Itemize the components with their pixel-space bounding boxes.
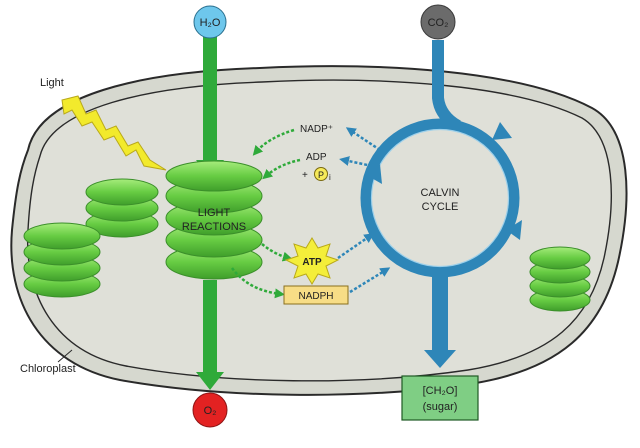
chloroplast-label: Chloroplast [20,363,76,375]
calvin-cycle-label-1: CALVIN [421,187,460,199]
oxygen-arrow-shaft [203,280,217,374]
water-arrow-shaft [203,36,217,176]
light-to-atp-arrow [261,243,293,262]
calvin-cycle-arrow-left [368,164,382,184]
oxygen-label: O₂ [204,405,217,417]
carbon-dioxide-circle [420,4,456,40]
light-reactions-label-2: REACTIONS [182,221,246,233]
atp-star-icon [284,237,340,285]
light-label: Light [40,77,64,89]
phosphate-symbol: P [318,170,324,180]
cycle-to-nadp-arrow [345,127,381,152]
sugar-arrow-shaft [432,272,448,354]
nadp-to-light-arrow [252,128,295,156]
calvin-cycle-ring-highlight [370,128,510,268]
light-to-nadph-arrow [230,267,285,299]
phosphate-subscript: i [329,173,331,182]
calvin-cycle-label-2: CYCLE [422,201,459,213]
sugar-label-2: (sugar) [423,401,458,413]
sugar-box [401,375,479,421]
carbon-dioxide-label: CO₂ [428,17,449,29]
plus-phosphate-prefix: + [302,170,308,181]
water-molecule-circle [193,5,227,39]
oxygen-arrow-head [196,372,224,390]
adp-label: ADP [306,152,327,163]
nadph-label: NADPH [298,291,333,302]
nadph-to-cycle-arrow [349,267,391,294]
sugar-label-1: [CH₂O] [423,385,458,397]
granum-stack-left-back [85,178,159,238]
chloroplast-leader-line [57,349,73,363]
granum-stack-right [529,246,591,312]
calvin-cycle-arrow-right [506,220,522,240]
phosphate-circle-icon [314,167,328,181]
calvin-cycle-arrow-top [492,122,512,140]
atp-to-cycle-arrow [337,233,375,260]
nadp-plus-label: NADP⁺ [300,124,333,135]
sugar-arrow-head [424,350,456,368]
atp-label: ATP [302,257,322,268]
nadph-box [283,285,349,305]
light-bolt-icon [61,95,167,171]
oxygen-molecule-circle [192,392,228,428]
light-reactions-granum [165,160,263,280]
granum-stack-left-front [23,222,101,298]
light-reactions-label-1: LIGHT [198,207,231,219]
water-label: H₂O [200,17,221,29]
